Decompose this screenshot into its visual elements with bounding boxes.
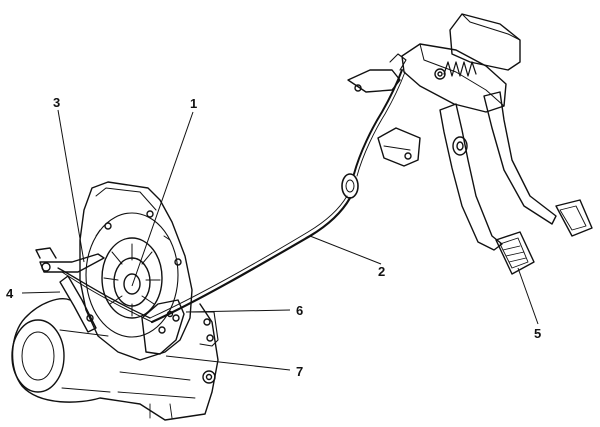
callout-labels: 1 2 3 4 5 6 7 bbox=[6, 95, 541, 379]
leader-3 bbox=[57, 109, 85, 263]
leader-7 bbox=[165, 355, 291, 371]
leader-1 bbox=[131, 111, 194, 287]
transmission-housing bbox=[11, 298, 219, 421]
release-fork-assembly bbox=[35, 247, 185, 355]
pedal-bracket bbox=[347, 13, 521, 167]
callout-5: 5 bbox=[534, 326, 541, 341]
callout-1: 1 bbox=[190, 96, 197, 111]
leader-6 bbox=[185, 309, 291, 313]
callout-3: 3 bbox=[53, 95, 60, 110]
clutch-cable bbox=[149, 69, 406, 324]
callout-4: 4 bbox=[6, 286, 14, 301]
leader-2 bbox=[309, 235, 382, 265]
callout-7: 7 bbox=[296, 364, 303, 379]
leader-4 bbox=[21, 291, 61, 294]
clutch-pedal bbox=[439, 103, 535, 275]
leader-5 bbox=[517, 267, 539, 325]
callout-6: 6 bbox=[296, 303, 303, 318]
clutch-bellhousing bbox=[79, 181, 193, 361]
leader-lines bbox=[21, 109, 539, 371]
callout-2: 2 bbox=[378, 264, 385, 279]
brake-pedal bbox=[483, 91, 593, 237]
